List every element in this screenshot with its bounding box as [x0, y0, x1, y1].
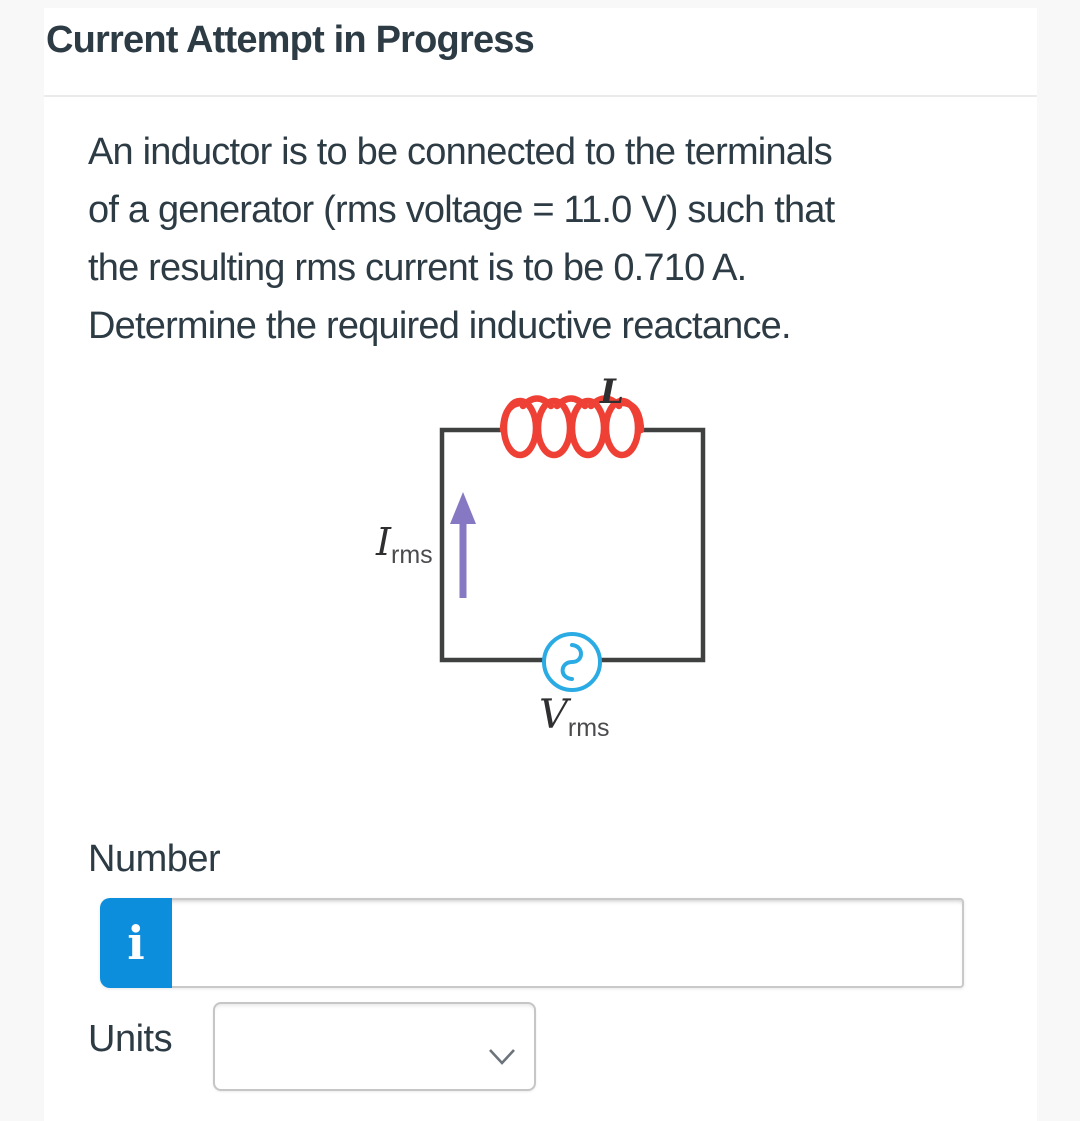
question-line: the resulting rms current is to be 0.710…	[88, 247, 747, 289]
question-line: Determine the required inductive reactan…	[88, 305, 792, 347]
current-label-subscript: rms	[391, 541, 433, 569]
inductor-label: L	[600, 372, 624, 412]
info-icon: i	[127, 916, 145, 970]
question-line: of a generator (rms voltage = 11.0 V) su…	[88, 189, 835, 231]
question-text: An inductor is to be connected to the te…	[88, 123, 1018, 355]
number-input[interactable]	[172, 898, 964, 988]
current-arrow-icon	[450, 492, 476, 598]
question-line: An inductor is to be connected to the te…	[88, 131, 833, 173]
ac-source-icon	[542, 632, 602, 692]
number-input-group: i	[100, 898, 964, 988]
header-divider	[44, 95, 1037, 97]
circuit-diagram	[439, 395, 706, 692]
units-select[interactable]	[213, 1002, 536, 1091]
inductor-coil-icon	[499, 395, 645, 459]
source-label-subscript: rms	[567, 714, 610, 742]
page-title: Current Attempt in Progress	[46, 19, 535, 61]
circuit-wire	[439, 427, 706, 663]
current-label: Irms	[376, 520, 433, 569]
content-panel: Current Attempt in Progress An inductor …	[44, 8, 1037, 1121]
chevron-down-icon	[489, 1049, 515, 1065]
info-button[interactable]: i	[100, 898, 172, 988]
number-label: Number	[88, 838, 221, 880]
units-label: Units	[88, 1018, 173, 1060]
source-label: Vrms	[539, 692, 610, 742]
